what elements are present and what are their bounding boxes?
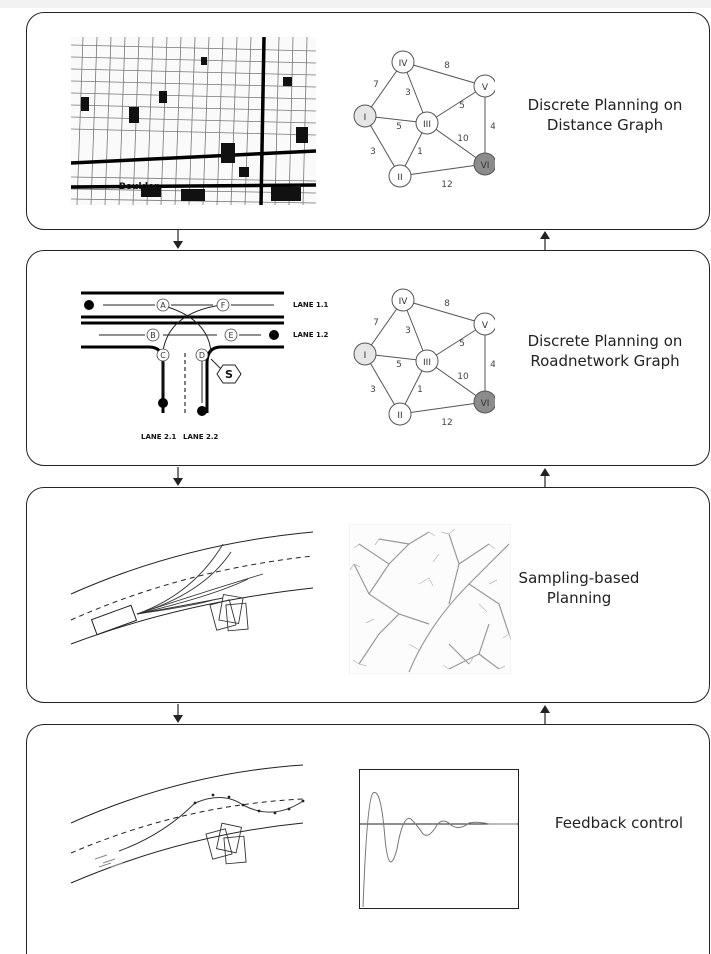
- roadnetwork-graph: 7 8 3 5 4 5 10 3 1 12 I II III IV V VI: [353, 288, 495, 428]
- svg-text:VI: VI: [481, 161, 490, 171]
- lane-label: LANE 1.2: [293, 331, 328, 339]
- road-network: A F B E C D S LANE 1.1 LANE 1.2 LANE 2.1…: [81, 291, 328, 441]
- svg-text:I: I: [364, 351, 367, 361]
- graph-node-III: III: [415, 111, 439, 135]
- panel-title-line2: Distance Graph: [546, 116, 664, 134]
- edge-weight: 7: [373, 80, 379, 90]
- panel-roadnetwork-graph: A F B E C D S LANE 1.1 LANE 1.2 LANE 2.1…: [26, 250, 710, 466]
- svg-text:V: V: [482, 83, 489, 93]
- down-arrow: [173, 230, 183, 249]
- edge-weight: 10: [457, 372, 469, 382]
- road-node-F: F: [216, 298, 230, 312]
- edge-weight: 12: [441, 418, 452, 428]
- graph-node-II: II: [388, 164, 412, 188]
- panel-sampling-planning: Sampling-based Planning: [26, 487, 710, 703]
- edge-weight: 3: [405, 326, 411, 336]
- panel-title: Discrete Planning on Roadnetwork Graph: [515, 331, 695, 371]
- edge-weight: 1: [417, 147, 423, 157]
- panel-title-line1: Feedback control: [554, 814, 684, 832]
- down-arrow: [173, 467, 183, 486]
- panel-title-line2: Planning: [546, 589, 612, 607]
- svg-text:III: III: [423, 120, 431, 130]
- panel-feedback-control: Feedback control: [26, 724, 710, 954]
- edge-weight: 1: [417, 385, 423, 395]
- up-arrow: [540, 705, 550, 724]
- sampling-road: [70, 531, 314, 645]
- edge-weight: 8: [444, 299, 450, 309]
- distance-graph: 7 8 3 5 4 5 10 3 1 12 I II III IV V VI: [353, 50, 495, 190]
- edge-weight: 12: [441, 180, 452, 190]
- lane-label: LANE 2.2: [183, 433, 218, 441]
- svg-text:D: D: [199, 351, 205, 360]
- edge-weight: 10: [457, 134, 469, 144]
- edge-weight: 4: [490, 360, 495, 370]
- svg-text:S: S: [225, 368, 233, 381]
- edge-weight: 5: [459, 101, 465, 111]
- stop-sign: S: [216, 364, 242, 384]
- edge-weight: 3: [370, 147, 376, 157]
- graph-node-III: III: [415, 349, 439, 373]
- svg-text:F: F: [221, 301, 226, 310]
- down-arrow: [173, 704, 183, 723]
- svg-text:A: A: [160, 301, 166, 310]
- top-bar: [0, 0, 711, 8]
- up-arrow: [540, 231, 550, 250]
- edge-weight: 5: [396, 122, 402, 132]
- road-node-A: A: [156, 298, 170, 312]
- panel-title: Sampling-based Planning: [489, 568, 669, 608]
- svg-text:II: II: [397, 411, 402, 421]
- edge-weight: 7: [373, 318, 379, 328]
- graph-node-IV: IV: [391, 50, 415, 74]
- edge-weight: 5: [459, 339, 465, 349]
- panel-title: Feedback control: [539, 813, 699, 833]
- rrt-tree: [349, 524, 511, 674]
- step-response-plot: [359, 769, 519, 909]
- graph-node-V: V: [473, 312, 495, 336]
- edge-weight: 4: [490, 122, 495, 132]
- svg-text:IV: IV: [399, 297, 409, 307]
- panel-title-line2: Roadnetwork Graph: [530, 352, 680, 370]
- lane-label: LANE 1.1: [293, 301, 328, 309]
- svg-text:E: E: [228, 331, 233, 340]
- road-node-B: B: [146, 328, 160, 342]
- svg-text:IV: IV: [399, 59, 409, 69]
- road-node-D: D: [195, 348, 209, 362]
- panel-distance-graph: Boulder 7 8 3 5 4 5 10 3 1 12 I II III I…: [26, 12, 710, 230]
- graph-node-I: I: [353, 104, 377, 128]
- edge-weight: 3: [405, 88, 411, 98]
- city-map: Boulder: [71, 37, 316, 205]
- feedback-road: [70, 764, 305, 884]
- edge-weight: 3: [370, 385, 376, 395]
- up-arrow: [540, 468, 550, 487]
- svg-text:II: II: [397, 173, 402, 183]
- graph-node-IV: IV: [391, 288, 415, 312]
- svg-text:V: V: [482, 321, 489, 331]
- graph-node-II: II: [388, 402, 412, 426]
- map-city-label: Boulder: [119, 182, 159, 192]
- panel-title-line1: Discrete Planning on: [527, 332, 683, 350]
- graph-node-VI: VI: [473, 390, 495, 414]
- road-node-C: C: [156, 348, 170, 362]
- graph-node-V: V: [473, 74, 495, 98]
- svg-text:III: III: [423, 358, 431, 368]
- road-node-E: E: [224, 328, 238, 342]
- graph-node-VI: VI: [473, 152, 495, 176]
- graph-node-I: I: [353, 342, 377, 366]
- svg-text:C: C: [160, 351, 166, 360]
- edge-weight: 8: [444, 61, 450, 71]
- panel-title: Discrete Planning on Distance Graph: [515, 95, 695, 135]
- ego-vehicle: [90, 604, 138, 636]
- panel-title-line1: Sampling-based: [518, 569, 640, 587]
- svg-text:I: I: [364, 113, 367, 123]
- svg-text:B: B: [150, 331, 156, 340]
- svg-text:VI: VI: [481, 399, 490, 409]
- edge-weight: 5: [396, 360, 402, 370]
- panel-title-line1: Discrete Planning on: [527, 96, 683, 114]
- lane-label: LANE 2.1: [141, 433, 176, 441]
